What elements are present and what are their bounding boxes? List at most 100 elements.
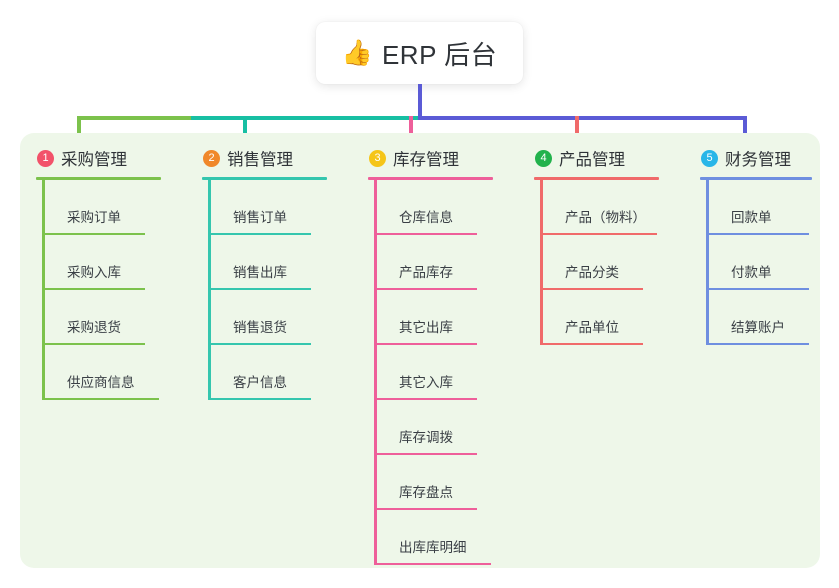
column-header-5[interactable]: 5 财务管理 <box>700 146 839 170</box>
tree-item[interactable]: 结算账户 <box>709 290 839 345</box>
tree-item-label: 其它出库 <box>399 320 453 335</box>
tree-item-rule <box>377 343 477 345</box>
tree-item[interactable]: 仓库信息 <box>377 180 534 235</box>
column-badge-4: 4 <box>535 149 552 167</box>
tree-item[interactable]: 客户信息 <box>211 345 368 400</box>
tree-item[interactable]: 其它入库 <box>377 345 534 400</box>
tree-item[interactable]: 采购入库 <box>45 235 202 290</box>
tree-item[interactable]: 出库库明细 <box>377 510 534 565</box>
column-underline-5 <box>700 177 812 180</box>
tree-item[interactable]: 库存调拨 <box>377 400 534 455</box>
tree-item-label: 产品库存 <box>399 265 453 280</box>
tree-item-rule <box>377 233 477 235</box>
column-4: 4 产品管理产品（物料） 产品分类产品单位 <box>534 146 700 345</box>
column-title-5: 财务管理 <box>725 151 791 169</box>
tree-item-rule <box>211 233 311 235</box>
tree-item-label: 库存盘点 <box>399 485 453 500</box>
tree-item-label: 回款单 <box>731 210 772 225</box>
tree-item[interactable]: 销售订单 <box>211 180 368 235</box>
column-5: 5 财务管理回款单付款单结算账户 <box>700 146 839 345</box>
tree-item-label: 仓库信息 <box>399 210 453 225</box>
column-underline-1 <box>36 177 161 180</box>
thumbs-up-icon: 👍 <box>341 38 373 67</box>
column-badge-1: 1 <box>37 149 54 167</box>
tree-item-rule <box>211 288 311 290</box>
root-title-text: ERP 后台 <box>381 39 498 70</box>
tree-item-rule <box>377 453 477 455</box>
tree-item-label: 出库库明细 <box>399 540 467 555</box>
tree-item[interactable]: 供应商信息 <box>45 345 202 400</box>
column-badge-2: 2 <box>203 149 220 167</box>
tree-item[interactable]: 库存盘点 <box>377 455 534 510</box>
column-spine-1 <box>42 180 45 400</box>
tree-item-rule <box>709 233 809 235</box>
column-items-4: 产品（物料） 产品分类产品单位 <box>534 180 700 345</box>
tree-item-label: 采购订单 <box>67 210 121 225</box>
column-underline-3 <box>368 177 493 180</box>
tree-item[interactable]: 产品库存 <box>377 235 534 290</box>
tree-item[interactable]: 采购退货 <box>45 290 202 345</box>
tree-item-rule <box>45 288 145 290</box>
tree-item-label: 客户信息 <box>233 375 287 390</box>
tree-item-rule <box>45 233 145 235</box>
tree-item[interactable]: 采购订单 <box>45 180 202 235</box>
tree-item-label: 结算账户 <box>731 320 785 335</box>
tree-item-rule <box>377 563 491 565</box>
tree-item-label: 销售退货 <box>233 320 287 335</box>
column-underline-2 <box>202 177 327 180</box>
tree-item-rule <box>543 343 643 345</box>
tree-item-label: 供应商信息 <box>67 375 135 390</box>
tree-item[interactable]: 付款单 <box>709 235 839 290</box>
tree-item-rule <box>211 343 311 345</box>
tree-item-rule <box>543 288 643 290</box>
column-spine-3 <box>374 180 377 565</box>
column-title-4: 产品管理 <box>559 151 625 169</box>
tree-item-rule <box>543 233 657 235</box>
diagram-panel <box>20 133 820 568</box>
column-header-4[interactable]: 4 产品管理 <box>534 146 700 170</box>
tree-item[interactable]: 销售退货 <box>211 290 368 345</box>
column-1: 1 采购管理采购订单采购入库采购退货供应商信息 <box>36 146 202 400</box>
column-spine-5 <box>706 180 709 345</box>
column-items-3: 仓库信息产品库存其它出库其它入库库存调拨库存盘点出库库明细 <box>368 180 534 565</box>
column-spine-2 <box>208 180 211 400</box>
bus-segment-green <box>77 116 193 120</box>
column-underline-4 <box>534 177 659 180</box>
tree-item[interactable]: 产品分类 <box>543 235 700 290</box>
tree-item-label: 采购退货 <box>67 320 121 335</box>
tree-item-rule <box>377 288 477 290</box>
tree-item-rule <box>709 343 809 345</box>
tree-item-label: 销售订单 <box>233 210 287 225</box>
tree-item-label: 付款单 <box>731 265 772 280</box>
column-items-2: 销售订单销售出库销售退货客户信息 <box>202 180 368 400</box>
tree-item-rule <box>377 398 477 400</box>
column-spine-4 <box>540 180 543 345</box>
column-items-1: 采购订单采购入库采购退货供应商信息 <box>36 180 202 400</box>
tree-item[interactable]: 回款单 <box>709 180 839 235</box>
root-title-card: 👍 ERP 后台 <box>316 22 523 84</box>
tree-item[interactable]: 产品（物料） <box>543 180 700 235</box>
bus-segment-teal <box>191 116 420 120</box>
column-items-5: 回款单付款单结算账户 <box>700 180 839 345</box>
tree-item-rule <box>211 398 311 400</box>
tree-item[interactable]: 其它出库 <box>377 290 534 345</box>
tree-item-label: 产品（物料） <box>565 210 646 225</box>
tree-item-label: 其它入库 <box>399 375 453 390</box>
column-badge-5: 5 <box>701 149 718 167</box>
tree-item-label: 销售出库 <box>233 265 287 280</box>
trunk-connector <box>418 84 422 118</box>
tree-item-label: 采购入库 <box>67 265 121 280</box>
tree-item[interactable]: 产品单位 <box>543 290 700 345</box>
tree-item[interactable]: 销售出库 <box>211 235 368 290</box>
tree-item-rule <box>377 508 477 510</box>
tree-item-rule <box>45 343 145 345</box>
column-header-1[interactable]: 1 采购管理 <box>36 146 202 170</box>
column-title-1: 采购管理 <box>61 151 127 169</box>
bus-segment-blue <box>418 116 747 120</box>
tree-item-rule <box>45 398 159 400</box>
tree-item-label: 库存调拨 <box>399 430 453 445</box>
column-badge-3: 3 <box>369 149 386 167</box>
